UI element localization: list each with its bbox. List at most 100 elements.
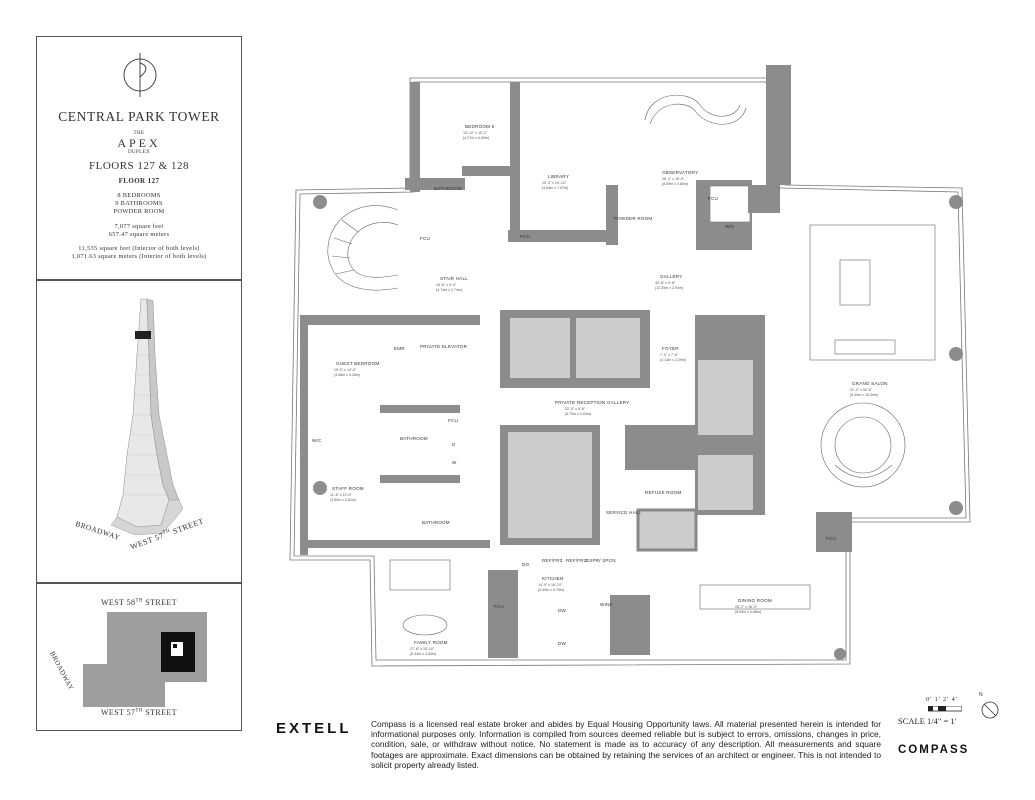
dim-kitchen-m: (4.49m x 5.75m): [538, 588, 564, 592]
floors-title: FLOORS 127 & 128: [89, 160, 189, 172]
label-fcu-1: FCU: [420, 236, 430, 241]
label-family-room: FAMILY ROOM: [414, 640, 448, 645]
building-logo-icon: [123, 53, 157, 97]
label-wine: WINE: [600, 602, 613, 607]
dim-library-m: (4.63m x 7.57m): [542, 186, 568, 190]
extell-logo: EXTELL: [276, 720, 352, 737]
label-emr: EMR: [394, 346, 405, 351]
dim-library: 15'-3" x 24'-10": [542, 181, 567, 185]
scale-label: SCALE 1/4" = 1': [898, 716, 957, 726]
dim-gallery: 40'-8" x 9'-8": [655, 281, 676, 285]
family-room-furniture: [389, 559, 451, 636]
apex-name: APEX: [117, 136, 161, 150]
label-staff-room: STAFF ROOM: [332, 486, 364, 491]
north-arrow-icon: [981, 701, 999, 719]
label-fcu-4: FCU: [448, 418, 458, 423]
scale-numbers: 0' 1' 2' 4': [926, 697, 958, 703]
building-name: CENTRAL PARK TOWER: [58, 109, 220, 124]
label-bathroom-top: BATHROOM: [434, 186, 462, 191]
dim-family-room-m: (8.43m x 4.83m): [410, 652, 436, 656]
label-kitchen: KITCHEN: [542, 576, 564, 581]
label-fcu-3: FCU: [708, 196, 718, 201]
dim-staff-room: 11'-6" x 12'-6": [330, 493, 353, 497]
label-dw-2: DW: [558, 641, 567, 646]
disclaimer-text: Compass is a licensed real estate broker…: [371, 719, 881, 770]
dim-private-reception-m: (6.70m x 2.63m): [565, 412, 591, 416]
label-expr: EXPR/ SPCN: [586, 558, 616, 563]
powder-room-count: POWDER ROOM: [113, 208, 165, 215]
tower-illustration-icon: [110, 298, 184, 535]
map-broadway-label: BROADWAY: [47, 650, 76, 692]
label-fcu-2: FCU: [520, 234, 530, 239]
label-stair-hall: STAIR HALL: [440, 276, 468, 281]
dim-foyer-m: (2.13m x 2.29m): [660, 358, 686, 362]
label-d: D: [452, 442, 456, 447]
grand-salon-furniture: [809, 224, 936, 488]
label-bedroom6: BEDROOM 6: [465, 124, 495, 129]
label-powder-room: POWDER ROOM: [614, 216, 652, 221]
dim-grand-salon-m: (9.49m x 15.39m): [850, 393, 878, 397]
label-wic-top: W/C: [725, 224, 735, 229]
apex-duplex: DUPLEX: [127, 150, 151, 155]
dim-foyer: 7'-0" x 7'-6": [660, 353, 679, 357]
dim-grand-salon: 31'-2" x 50'-6": [850, 388, 873, 392]
bathroom-count: 9 BATHROOMS: [115, 200, 163, 207]
north-label: N: [979, 692, 983, 698]
label-foyer: FOYER: [662, 346, 679, 351]
floor-label: FLOOR 127: [118, 177, 160, 185]
scale-bar-icon: [928, 706, 962, 712]
dim-kitchen: 14'-9" x 18'-10": [538, 583, 563, 587]
label-dw-1: DW: [558, 608, 567, 613]
map-west58-label: WEST 58TH STREET: [100, 598, 178, 607]
site-map-icon: [83, 612, 207, 707]
label-private-reception: PRIVATE RECEPTION GALLERY: [555, 400, 629, 405]
columns: [313, 195, 963, 660]
dim-gallery-m: (12.39m x 2.94m): [655, 286, 683, 290]
label-ref-1: REF/FRZ: [542, 558, 563, 563]
dim-guest-bedroom: 15'-0" x 14'-0": [334, 368, 357, 372]
map-west57-label: WEST 57TH STREET: [100, 708, 178, 717]
dim-dining-room: 28'-2" x 16'-0": [735, 605, 758, 609]
dim-guest-bedroom-m: (4.56m x 4.26m): [334, 373, 360, 377]
total-sqm: 1,071.63 square meters (Interior of both…: [71, 253, 207, 260]
compass-logo: COMPASS: [898, 744, 970, 756]
floor-sqm: 657.47 square meters: [108, 231, 170, 238]
label-private-elevator: PRIVATE ELEVATOR: [420, 344, 468, 349]
label-gallery: GALLERY: [660, 274, 683, 279]
label-wic-mid: W/C: [312, 438, 322, 443]
observatory-furniture: [644, 94, 747, 125]
dim-staff-room-m: (3.50m x 3.81m): [330, 498, 356, 502]
dim-observatory: 28'-2" x 15'-9": [662, 177, 685, 181]
label-do: DO: [522, 562, 530, 567]
label-fcu-5: FCU: [826, 536, 836, 541]
info-panel: CENTRAL PARK TOWER THE APEX DUPLEX FLOOR…: [36, 36, 242, 280]
label-guest-bedroom: GUEST BEDROOM: [336, 361, 379, 366]
bedroom-count: 8 BEDROOMS: [117, 192, 161, 199]
apex-the: THE: [133, 131, 145, 136]
dim-bedroom6: 15'-10" x 15'-2": [463, 131, 488, 135]
spiral-staircase: [327, 205, 399, 291]
label-fcu-6: FCU: [494, 604, 504, 609]
floor-plan: BEDROOM 6 15'-10" x 15'-2" (4.27m x 4.69…: [289, 65, 971, 667]
label-service-hall: SERVICE HALL: [606, 510, 641, 515]
label-w: W: [452, 460, 457, 465]
label-grand-salon: GRAND SALON: [852, 381, 888, 386]
location-map-panel: WEST 58TH STREET BROADWAY WEST 57TH STRE…: [36, 583, 242, 731]
dim-family-room: 27'-8" x 15'-10": [410, 647, 435, 651]
label-refuse-room: REFUSE ROOM: [645, 490, 681, 495]
dim-stair-hall: 15'-6" x 9'-0": [436, 283, 457, 287]
label-ref-2: REF/FRZ: [566, 558, 587, 563]
dining-furniture: [699, 584, 811, 610]
label-library: LIBRARY: [548, 174, 569, 179]
dim-private-reception: 22'-0" x 8'-8": [565, 407, 586, 411]
dim-observatory-m: (8.59m x 4.80m): [662, 182, 688, 186]
structural-walls: [300, 65, 852, 658]
dim-dining-room-m: (8.59m x 4.88m): [735, 610, 761, 614]
label-dining-room: DINING ROOM: [738, 598, 772, 603]
tower-panel: BROADWAY WEST 57TH STREET: [36, 280, 242, 583]
floor-sqft: 7,077 square feet: [114, 223, 164, 230]
dim-bedroom6-m: (4.27m x 4.69m): [463, 136, 489, 140]
total-sqft: 11,535 square feet (Interior of both lev…: [78, 245, 200, 252]
dim-stair-hall-m: (4.74m x 2.74m): [436, 288, 462, 292]
label-bathroom-mid: BATHROOM: [400, 436, 428, 441]
